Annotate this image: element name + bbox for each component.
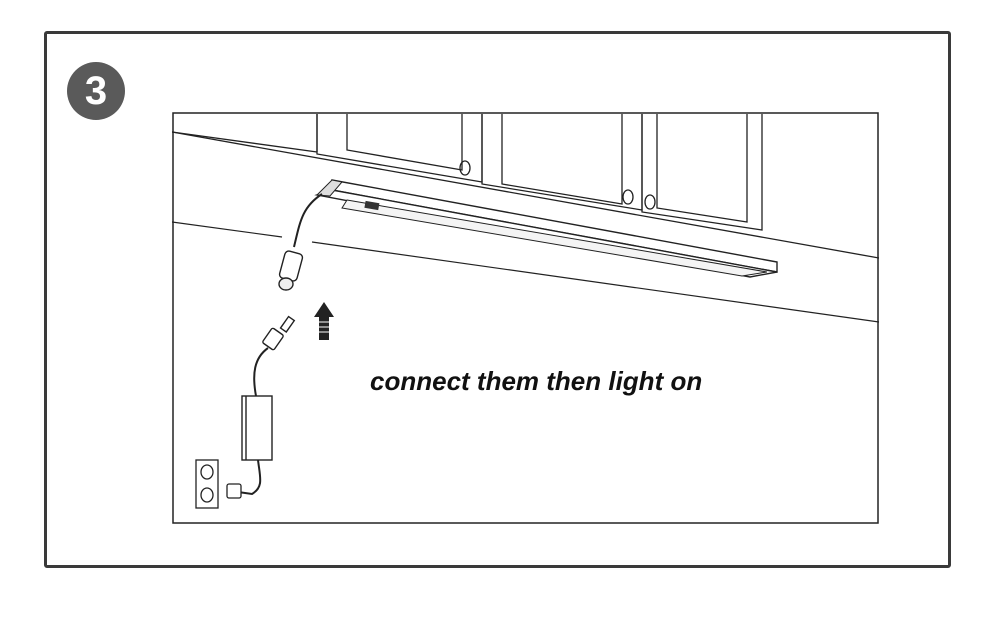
led-light-bar-icon [314,179,778,278]
female-connector [278,250,304,291]
wall-outlet-icon [195,459,219,509]
instruction-caption: connect them then light on [370,366,703,396]
light-cable [293,193,323,248]
power-adapter-icon [241,395,273,461]
plug [226,483,242,499]
upper-cabinets [172,114,879,259]
installation-illustration [172,112,879,524]
adapter-cable [253,347,269,397]
male-connector [262,315,296,351]
countertop-lines [172,221,879,323]
up-arrow-icon [314,302,334,340]
illustration-border [172,112,879,524]
plug-cable [237,459,262,496]
step-number-badge: 3 [67,62,125,120]
light-sensor [364,200,380,211]
